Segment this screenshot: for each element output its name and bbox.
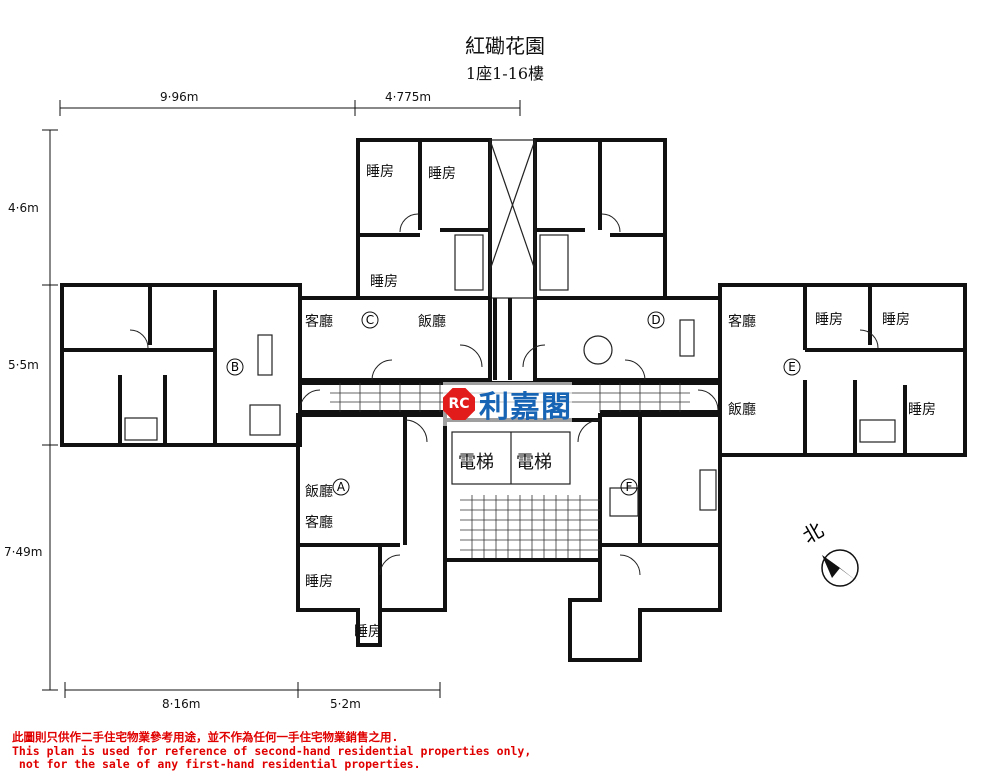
label-dining-a: 飯廳 (305, 483, 333, 500)
unit-f-marker: F (626, 480, 633, 494)
door-swings (129, 213, 879, 576)
label-living-c: 客廳 (305, 313, 333, 330)
label-bedroom-c1: 睡房 (366, 164, 394, 180)
unit-f (568, 413, 722, 662)
label-bedroom-a1: 睡房 (305, 574, 333, 590)
label-bedroom-c2: 睡房 (428, 166, 456, 182)
shaft (489, 139, 536, 299)
label-bedroom-a2: 睡房 (354, 624, 382, 640)
unit-b-marker: B (231, 360, 239, 374)
unit-e-marker: E (788, 360, 796, 374)
unit-c-marker: C (366, 313, 374, 327)
dim-left-top: 4·6m (8, 201, 39, 215)
label-living-a: 客廳 (305, 514, 333, 531)
label-dining-c: 飯廳 (418, 313, 446, 330)
lift-core (443, 418, 602, 562)
north-arrow: 北 (798, 518, 859, 587)
dim-bottom-left: 8·16m (162, 697, 200, 711)
room-labels: 睡房 睡房 睡房 客廳 飯廳 客廳 睡房 睡房 睡房 飯廳 飯廳 客廳 睡房 睡… (305, 164, 936, 640)
label-bedroom-e3: 睡房 (908, 402, 936, 418)
unit-b (60, 283, 302, 447)
dimension-lines (42, 100, 521, 698)
dim-left-bottom: 7·49m (4, 545, 42, 559)
furniture (124, 234, 896, 517)
rc-logo-icon: RC (443, 388, 475, 420)
label-lift-1: 電梯 (458, 452, 494, 473)
unit-a-marker: A (337, 480, 346, 494)
disclaimer-zh: 此圖則只供作二手住宅物業參考用途，並不作為任何一手住宅物業銷售之用. (12, 730, 399, 744)
dining-table (583, 335, 613, 365)
unit-e (718, 283, 967, 457)
dim-left-mid: 5·5m (8, 358, 39, 372)
disclaimer-en-1: This plan is used for reference of secon… (12, 744, 532, 758)
unit-c-living (298, 296, 492, 382)
label-bedroom-e1: 睡房 (815, 312, 843, 328)
dim-bottom-right: 5·2m (330, 697, 361, 711)
disclaimer-en-2: not for the sale of any first-hand resid… (12, 757, 421, 771)
logo-text: 利嘉閣 (479, 390, 572, 425)
estate-title: 紅磡花園 (465, 34, 545, 58)
unit-d-living (533, 296, 722, 382)
agency-logo: RC 利嘉閣 (443, 382, 572, 426)
dim-top-right: 4·775m (385, 90, 431, 104)
label-lift-2: 電梯 (516, 452, 552, 473)
label-bedroom-e2: 睡房 (882, 312, 910, 328)
label-dining-e: 飯廳 (728, 401, 756, 418)
unit-markers: C D B E A F (226, 311, 801, 496)
label-living-d: 客廳 (728, 313, 756, 330)
dim-top-left: 9·96m (160, 90, 198, 104)
block-floor-subtitle: 1座1-16樓 (465, 64, 545, 83)
north-label: 北 (798, 518, 827, 549)
unit-d-marker: D (651, 313, 660, 327)
label-bedroom-c3: 睡房 (370, 274, 398, 290)
staircase (460, 495, 600, 558)
